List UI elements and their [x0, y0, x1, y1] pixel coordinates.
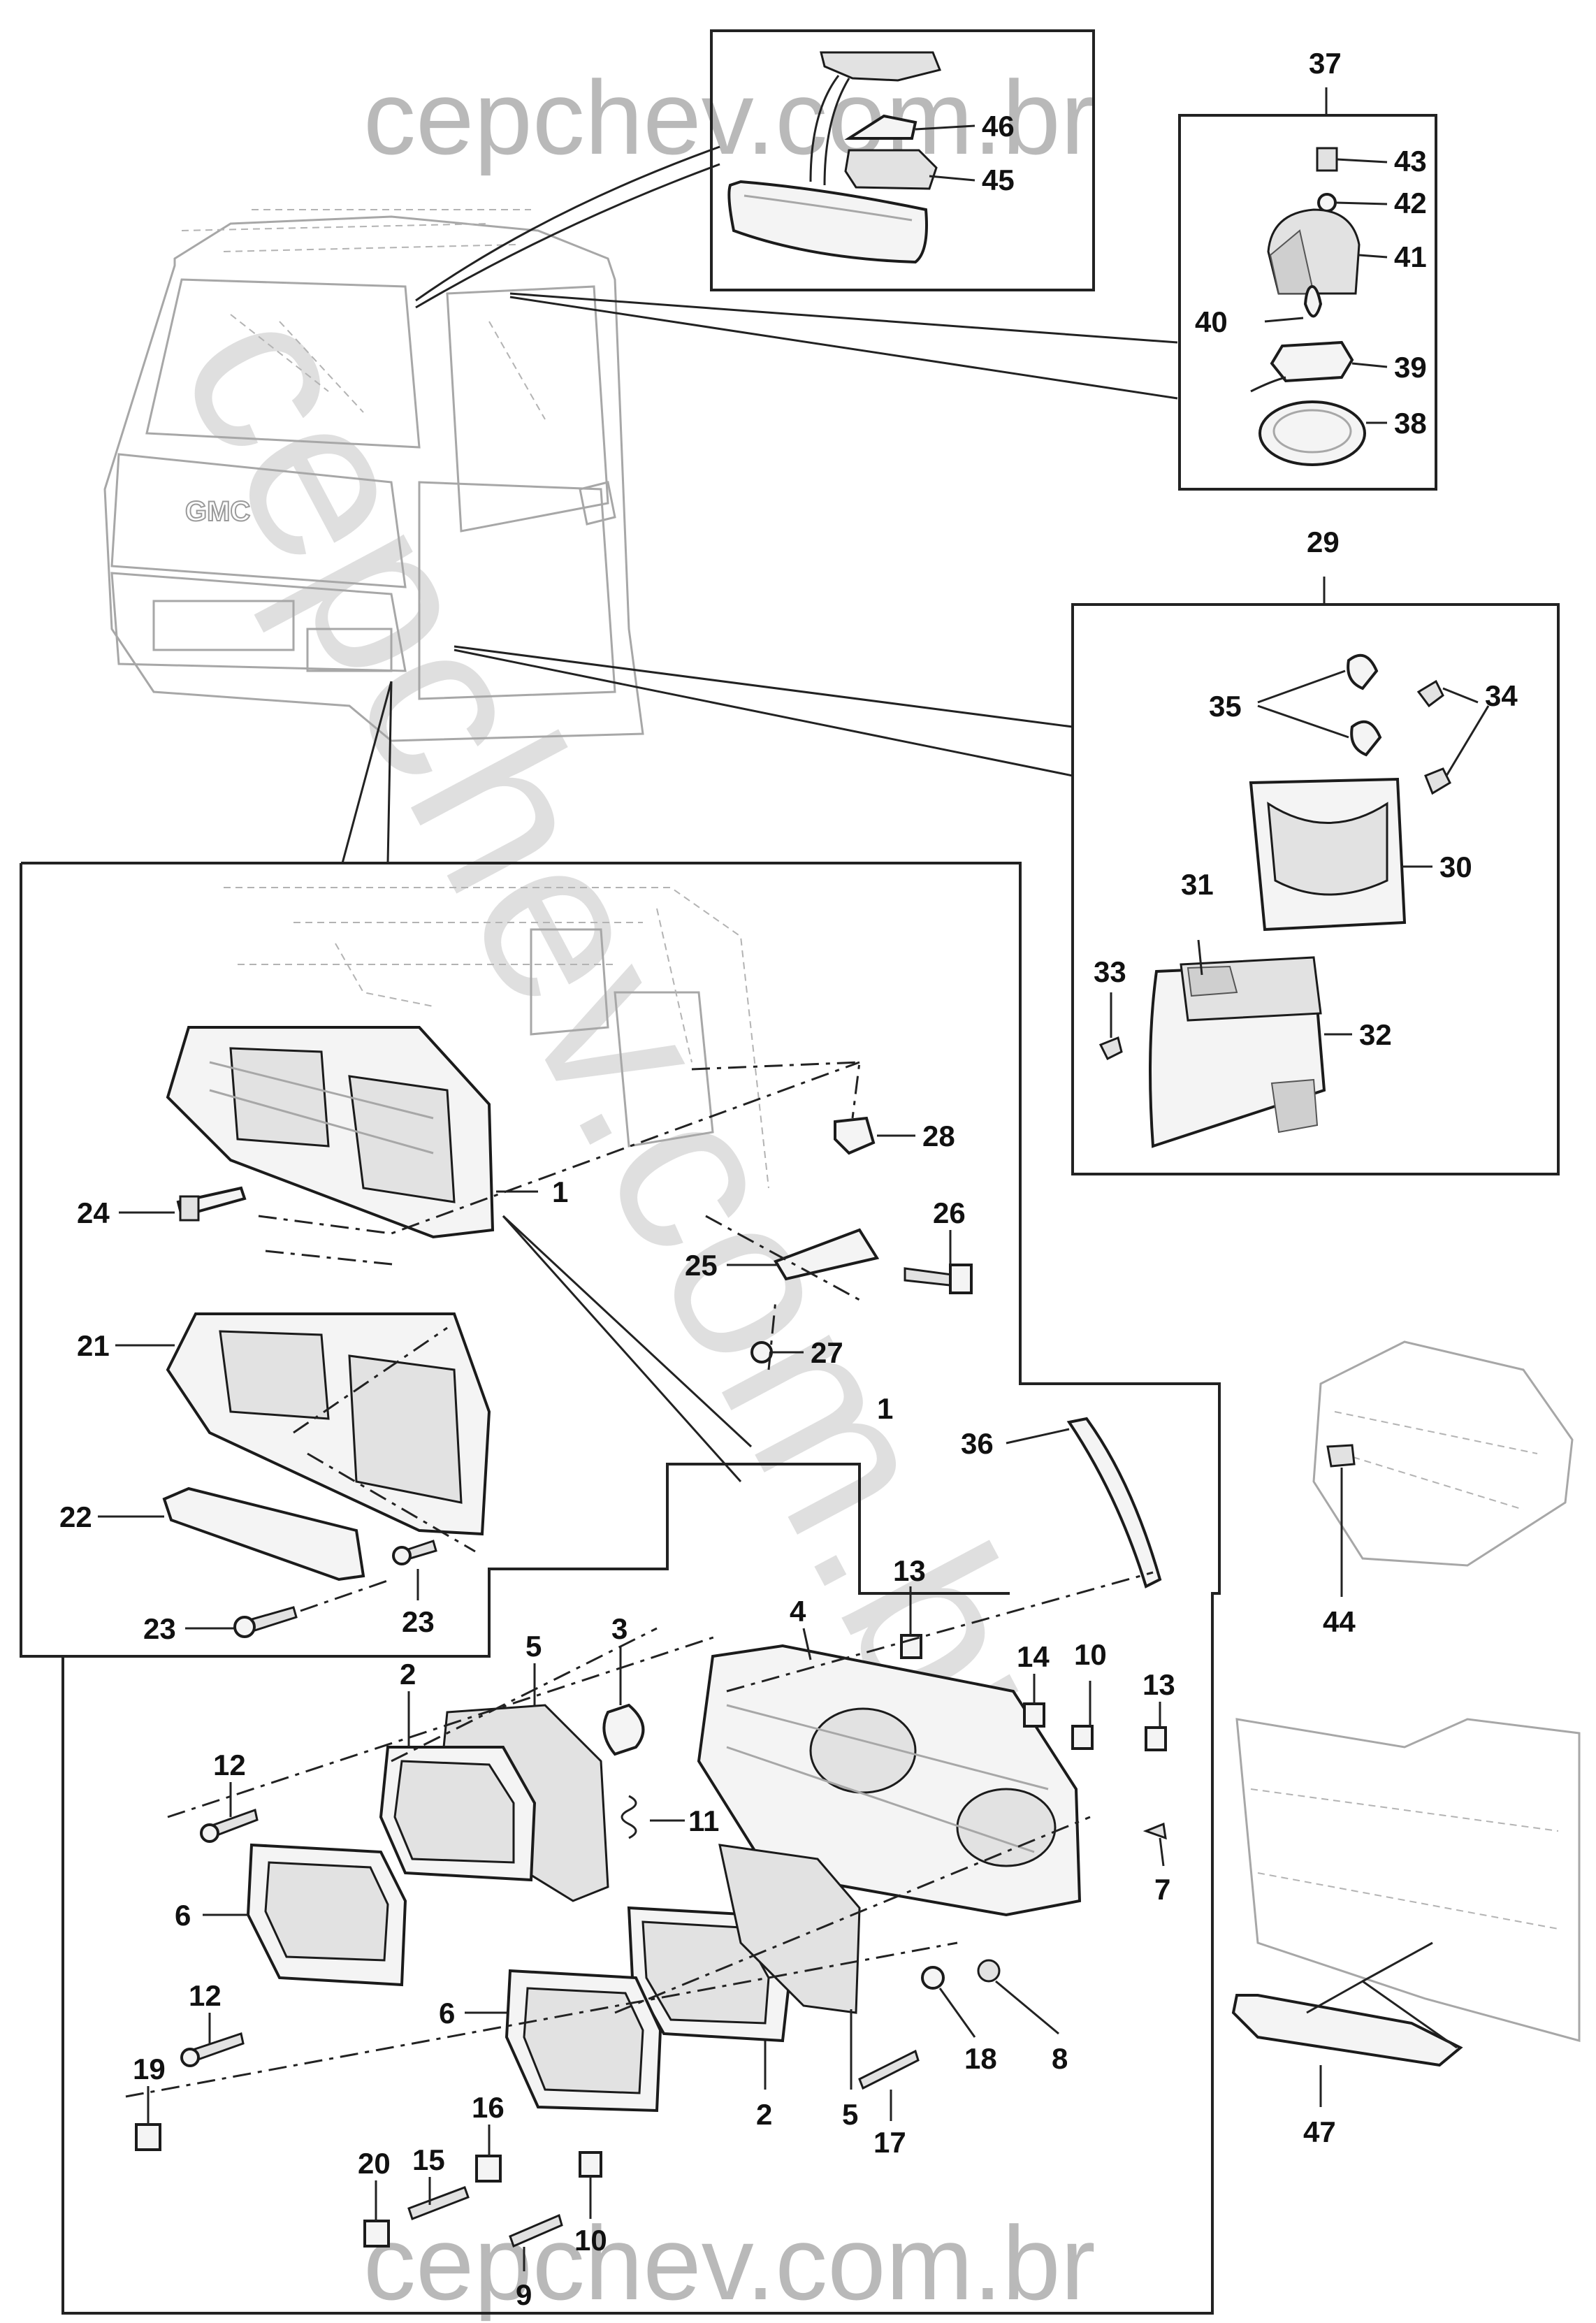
callout-27: 27: [811, 1336, 843, 1369]
callout-43: 43: [1394, 145, 1427, 178]
callout-32: 32: [1359, 1018, 1392, 1051]
callout-23: 23: [143, 1612, 176, 1645]
signal-lamp-box: [1071, 577, 1560, 1175]
callout-labels: 1 1 2 2 3 4 5 5 6 6 7 8 9 10 10 11 12 12…: [59, 47, 1518, 2311]
callout-40: 40: [1195, 305, 1228, 338]
callout-14: 14: [1017, 1640, 1050, 1673]
top-watermark: cepchev.com.br: [363, 59, 1096, 176]
callout-19: 19: [133, 2053, 166, 2085]
leader-cab-to-signal-2: [454, 649, 1073, 777]
callout-33: 33: [1094, 955, 1126, 988]
callout-42: 42: [1394, 187, 1427, 219]
callout-1: 1: [877, 1392, 893, 1425]
leader-cab-to-headlamp-box: [341, 681, 393, 864]
lower-headlamp-parts: [125, 1571, 1167, 2271]
callout-39: 39: [1394, 351, 1427, 384]
callout-44: 44: [1323, 1605, 1356, 1638]
callout-10: 10: [1074, 1638, 1107, 1671]
callout-21: 21: [77, 1329, 110, 1362]
callout-25: 25: [685, 1249, 718, 1282]
leader-cab-to-headlamp-box-2: [386, 681, 393, 864]
callout-12: 12: [189, 1979, 222, 2012]
callout-28: 28: [922, 1120, 955, 1152]
cab-ghost-illustration: GMC: [103, 209, 644, 742]
callout-31: 31: [1181, 868, 1214, 901]
callout-7: 7: [1154, 1873, 1170, 1906]
callout-6: 6: [439, 1997, 455, 2029]
callout-36: 36: [961, 1427, 994, 1460]
callout-2: 2: [756, 2098, 772, 2131]
callout-24: 24: [77, 1196, 110, 1229]
callout-9: 9: [516, 2278, 532, 2311]
headlamp-exploded-frame: [21, 862, 1221, 2315]
bumper-ghost-and-parts: [1231, 1340, 1581, 2107]
callout-38: 38: [1394, 407, 1427, 440]
callout-35: 35: [1209, 690, 1242, 723]
upper-headlamp-frame: [20, 863, 63, 1658]
bottom-watermark: cepchev.com.br: [363, 2204, 1096, 2322]
leader-cab-to-mirror: [415, 145, 720, 302]
callout-26: 26: [933, 1196, 966, 1229]
callout-16: 16: [472, 2091, 505, 2124]
callout-13: 13: [893, 1554, 926, 1587]
leader-cab-to-mirror-2: [415, 163, 720, 309]
leader-cab-to-dome: [509, 292, 1178, 344]
callout-34: 34: [1485, 679, 1518, 712]
callout-30: 30: [1439, 851, 1472, 883]
callout-20: 20: [358, 2147, 391, 2180]
callout-1: 1: [552, 1175, 568, 1208]
callout-8: 8: [1052, 2042, 1068, 2075]
callout-10: 10: [574, 2224, 607, 2257]
callout-3: 3: [611, 1612, 627, 1645]
chassis-ghost: [224, 887, 769, 1189]
callout-4: 4: [790, 1595, 806, 1628]
callout-17: 17: [873, 2126, 906, 2159]
callout-46: 46: [982, 110, 1015, 143]
callout-15: 15: [412, 2143, 445, 2176]
callout-23: 23: [402, 1605, 435, 1638]
callout-5: 5: [525, 1630, 542, 1663]
upper-headlamp-parts: [98, 1026, 973, 1638]
leader-cab-to-dome-2: [509, 296, 1178, 400]
callout-18: 18: [964, 2042, 997, 2075]
callout-47: 47: [1303, 2115, 1336, 2148]
callout-41: 41: [1394, 240, 1427, 273]
leader-cab-to-signal: [454, 645, 1073, 728]
callout-45: 45: [982, 164, 1015, 196]
callout-2: 2: [400, 1658, 416, 1691]
callout-22: 22: [59, 1500, 92, 1533]
callout-13: 13: [1142, 1668, 1175, 1701]
dome-lamp-box: [1178, 87, 1437, 491]
callout-29: 29: [1307, 526, 1340, 558]
cab-badge: GMC: [185, 496, 250, 527]
mirror-assembly-box: [710, 29, 1095, 291]
callout-11: 11: [688, 1804, 719, 1837]
callout-5: 5: [842, 2098, 858, 2131]
callout-6: 6: [175, 1899, 191, 1932]
trim-strip-36: [1006, 1417, 1162, 1589]
callout-37: 37: [1309, 47, 1342, 80]
callout-12: 12: [213, 1749, 246, 1781]
